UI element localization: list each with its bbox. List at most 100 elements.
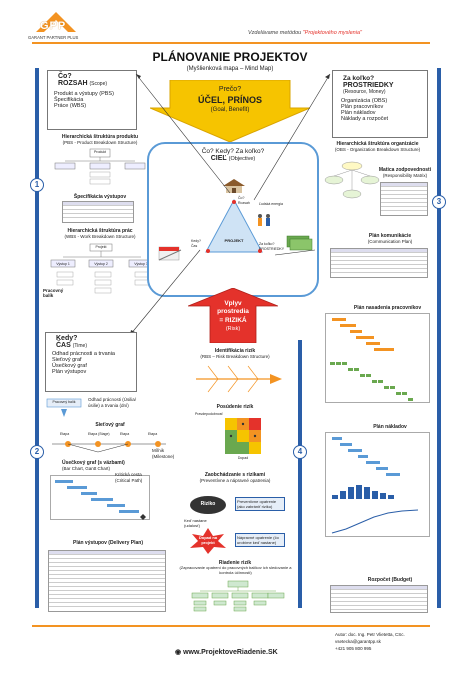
cost-plan-chart bbox=[325, 432, 430, 537]
impact-label: Dopad na projekt bbox=[198, 535, 218, 545]
risk-line-1: Vplyv bbox=[224, 300, 242, 307]
corner-top: Čo? bbox=[238, 196, 245, 200]
objective-question: Čo? Kedy? Za koľko? bbox=[201, 148, 265, 155]
scope-heading: ROZSAH (Scope) bbox=[58, 80, 136, 87]
footer-rule bbox=[32, 625, 430, 627]
time-item-3: Úsečkový graf bbox=[52, 363, 87, 369]
risk-ident-title: Identifikácia rizík bbox=[214, 348, 256, 354]
comm-title: Plán komunikácie bbox=[368, 233, 412, 239]
critical-path-label: Kritická cesta (Critical Path) bbox=[115, 472, 143, 483]
rail-marker-1: 1 bbox=[30, 178, 44, 192]
header-rule bbox=[32, 42, 430, 44]
fishbone-diagram bbox=[190, 362, 285, 396]
purpose-arrow: Prečo? ÚČEL, PRÍNOS (Goal, Benefit) bbox=[149, 79, 311, 143]
time-item-4: Plán výstupov bbox=[52, 369, 87, 375]
purpose-title: ÚČEL, PRÍNOS bbox=[197, 95, 262, 105]
risk-matrix-y-label: Pravdepodobnosť bbox=[195, 412, 223, 416]
wbs-side-label: Pracovný balík bbox=[43, 288, 64, 298]
rail-left bbox=[35, 68, 39, 608]
time-heading: ČAS (Time) bbox=[56, 342, 136, 349]
page-title: PLÁNOVANIE PROJEKTOV bbox=[152, 50, 308, 64]
risk-cloud: Riziko bbox=[188, 494, 228, 516]
risk-line-2: prostredia bbox=[217, 308, 249, 315]
corner-top-sub: Rozsah bbox=[238, 201, 250, 205]
logo-subtitle: GARANT PARTNER PLUS bbox=[28, 35, 79, 40]
rail-right bbox=[437, 68, 441, 608]
net-label-4: Etapa bbox=[148, 432, 158, 436]
risk-line-4: (Risk) bbox=[225, 326, 241, 332]
delivery-title: Plán výstupov (Delivery Plan) bbox=[72, 540, 144, 546]
tagline-quote: "Projektového myslenia" bbox=[302, 30, 362, 36]
fix-label: Nápravné opatrenie (čo urobíme keď nasta… bbox=[235, 533, 285, 547]
spec-title: Špecifikácia výstupov bbox=[73, 194, 127, 200]
people-image bbox=[255, 212, 275, 228]
wbs-col-1: Výstup 1 bbox=[56, 261, 70, 266]
corner-right: Za koľko? bbox=[259, 242, 275, 246]
logo: GPP GARANT PARTNER PLUS bbox=[28, 10, 82, 44]
globe-icon: ◉ bbox=[175, 649, 182, 656]
purpose-question: Prečo? bbox=[218, 86, 242, 93]
prevent-label: Preventívne opatrenie (ako zabrániť rizi… bbox=[235, 497, 285, 511]
communication-table bbox=[330, 248, 428, 278]
purpose-subtitle: (Goal, Benefit) bbox=[210, 107, 250, 113]
wbs-title: Hierarchická štruktúra prác bbox=[67, 228, 133, 234]
network-title: Sieťový graf bbox=[95, 422, 125, 428]
if-happens-label: Keď nastane (udalosť) bbox=[184, 518, 207, 528]
obs-diagram bbox=[322, 160, 382, 210]
responsibility-matrix bbox=[380, 182, 428, 216]
obs-title: Hierarchická štruktúra organizácie bbox=[336, 141, 419, 147]
pbs-title: Hierarchická štruktúra produktu bbox=[61, 134, 139, 140]
logo-text: GPP bbox=[40, 20, 67, 32]
delivery-table bbox=[48, 550, 166, 612]
calendar-image bbox=[157, 244, 183, 262]
resources-item-4: Náklady a rozpočet bbox=[341, 116, 389, 122]
footer-author: Autor: doc. Ing. Petr Vlietetta, CSc. bbox=[335, 632, 405, 637]
scope-title: ROZSAH bbox=[58, 80, 88, 87]
resources-title-sub: (Resource, Money) bbox=[343, 89, 386, 95]
time-title-sub: (Time) bbox=[72, 343, 87, 349]
objective-panel: Čo? Kedy? Za koľko? CIEĽ (Objective) PRO… bbox=[147, 142, 319, 297]
rail-marker-4: 4 bbox=[293, 445, 307, 459]
comm-subtitle: (Communication Plan) bbox=[367, 239, 413, 244]
risk-control-title: Riadenie rizík bbox=[218, 560, 252, 566]
risk-assess-title: Posúdenie rizík bbox=[216, 404, 254, 410]
risk-mgmt-subtitle: (Preventívne a nápravné opatrenia) bbox=[199, 478, 271, 483]
objective-heading: CIEĽ (Objective) bbox=[149, 155, 317, 162]
time-box: Kedy? ČAS (Time) Odhad prácnosti a trvan… bbox=[45, 332, 137, 392]
time-question: Kedy? bbox=[56, 335, 78, 342]
header-tagline: Vzdelávame metódou "Projektového mysleni… bbox=[248, 30, 362, 36]
wbs-root-label: Projekt bbox=[95, 245, 107, 249]
corner-top-right: Ľudská energia bbox=[259, 202, 283, 206]
time-title: ČAS bbox=[56, 342, 71, 349]
tagline-prefix: Vzdelávame metódou bbox=[248, 30, 302, 36]
scope-box: Čo? ROZSAH (Scope) Produkt a výstupy (PB… bbox=[47, 70, 137, 130]
time-item-1: Odhad prácnosti a trvania bbox=[52, 351, 115, 357]
risk-matrix-x-label: Dopad bbox=[237, 456, 249, 460]
pbs-root-label: Produkt bbox=[93, 150, 107, 154]
wbs-col-2: Výstup 2 bbox=[94, 261, 108, 266]
time-item-2: Sieťový graf bbox=[52, 357, 82, 363]
rail-marker-2: 2 bbox=[30, 445, 44, 459]
resources-title: PROSTRIEDKY bbox=[343, 82, 394, 89]
corner-left-sub: Čas bbox=[191, 244, 198, 248]
milestone-label: Míľnik (Milestone) bbox=[152, 448, 175, 459]
wbs-diagram: Projekt Výstup 1 Výstup 2 Výstup 3 Praco… bbox=[43, 242, 160, 312]
footer-phone: +421 905 800 995 bbox=[335, 646, 372, 651]
estimate-graphic: Pracovný balík bbox=[45, 397, 85, 419]
risk-arrow: Vplyv prostredia = RIZIKÁ (Risk) bbox=[187, 287, 279, 344]
resources-question: Za koľko? bbox=[343, 75, 375, 82]
network-diagram: Etapa Etapa (Stage) Etapa Etapa bbox=[48, 430, 173, 460]
scope-question: Čo? bbox=[58, 73, 72, 80]
matrix-subtitle: (Responsibility Matrix) bbox=[382, 173, 428, 178]
pbs-subtitle: (PBS - Product Breakdown Structure) bbox=[62, 140, 138, 145]
staff-plan-title: Plán nasadenia pracovníkov bbox=[353, 305, 422, 311]
scope-item-1: Produkt a výstupy (PBS) bbox=[54, 91, 114, 97]
corner-left: Kedy? bbox=[191, 239, 201, 243]
website-link[interactable]: www.ProjektoveRiadenie.SK bbox=[183, 649, 278, 656]
money-image bbox=[285, 232, 313, 252]
gantt-title: Úsečkový graf (s väzbami) bbox=[62, 460, 125, 466]
footer-email[interactable]: vsetecka@garantpp.sk bbox=[335, 639, 381, 644]
triangle-label: PROJEKT bbox=[224, 238, 244, 243]
page-subtitle: (Myšlienková mapa – Mind Map) bbox=[186, 66, 274, 72]
